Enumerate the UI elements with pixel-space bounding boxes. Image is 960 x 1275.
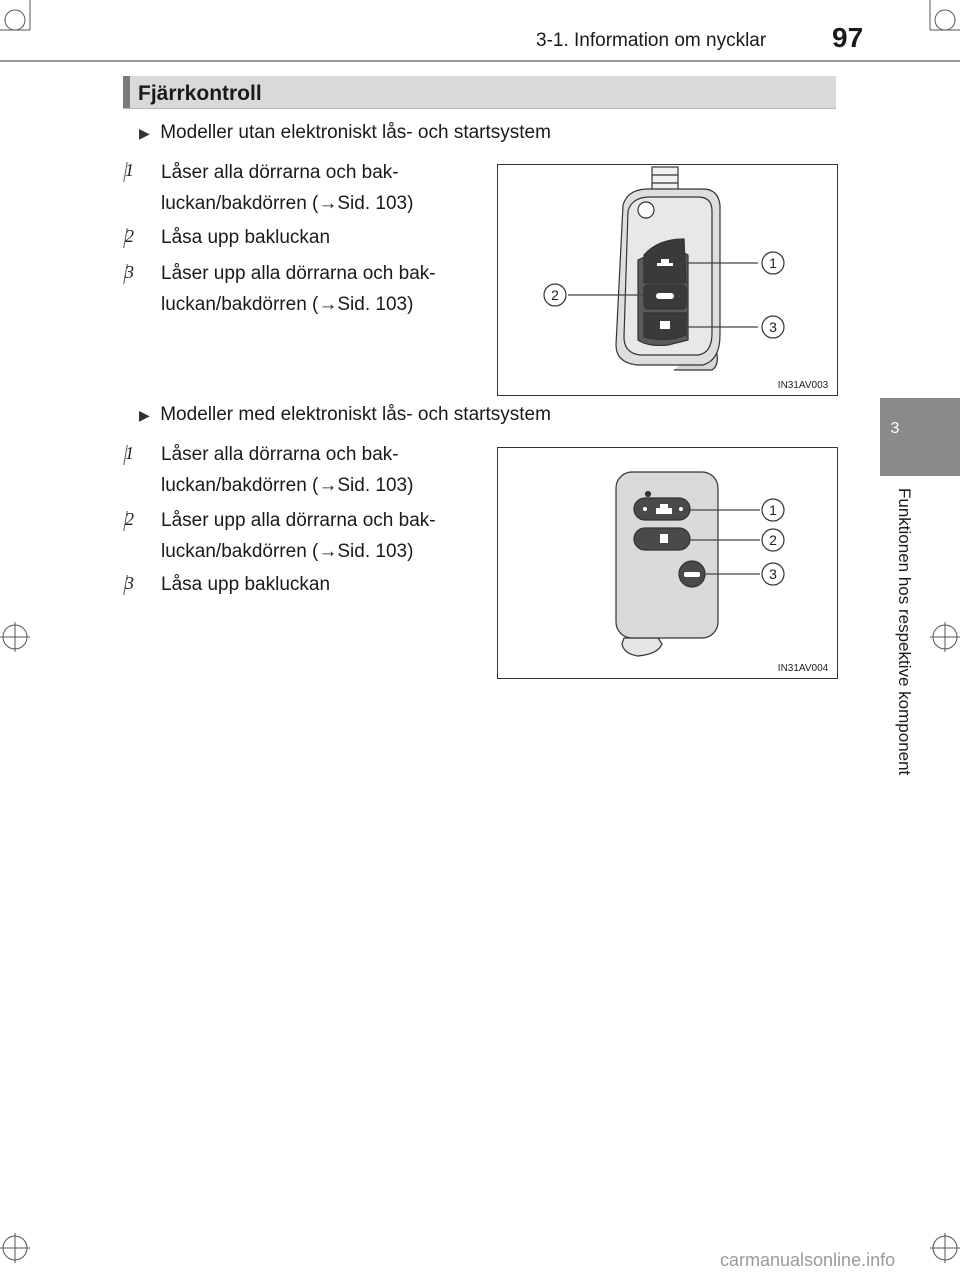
section-heading-1: ▶ Modeller utan elektroniskt lås- och st… — [139, 122, 551, 143]
chapter-title: Funktionen hos respektive komponent — [895, 488, 914, 776]
callout-2 — [761, 528, 785, 552]
page-number: 97 — [832, 22, 864, 53]
callout-1 — [761, 498, 785, 522]
list-item: Låsa upp bakluckan — [161, 227, 331, 248]
callout-1 — [761, 251, 785, 275]
item-number: 1 — [125, 443, 145, 465]
callout-markers — [543, 251, 785, 339]
list-item: Låser alla dörrarna och bak- luckan/bakd… — [161, 444, 414, 496]
chapter-number: 3 — [890, 420, 900, 437]
section-heading-2: ▶ Modeller med elektroniskt lås- och sta… — [139, 404, 551, 425]
callout-3-label: 3 — [769, 566, 777, 582]
item-number: 3 — [125, 262, 145, 284]
triangle-bullet-icon: ▶ — [139, 407, 150, 423]
figure-code: IN31AV003 — [778, 380, 829, 391]
watermark-url: carmanualsonline.info — [720, 1250, 896, 1270]
page-title: Fjärrkontroll — [138, 82, 262, 105]
list-item: Låser alla dörrarna och bak- luckan/bakd… — [161, 162, 414, 214]
callout-3-label: 3 — [769, 319, 777, 335]
list-item: Låser upp alla dörrarna och bak- luckan/… — [161, 510, 436, 562]
callout-3 — [761, 315, 785, 339]
header-divider — [0, 60, 960, 62]
item-number: 1 — [125, 160, 145, 182]
callout-2-label: 2 — [769, 532, 777, 548]
item-number: 3 — [125, 573, 145, 595]
smart-key-figure: 1 2 3 IN31AV004 — [497, 447, 838, 679]
list-item: Låsa upp bakluckan — [161, 574, 331, 595]
flip-key-figure: 1 2 3 IN31AV003 — [497, 164, 838, 396]
figure-code: IN31AV004 — [778, 663, 829, 674]
flip-key-illustration: 1 2 3 IN31AV003 — [543, 166, 829, 391]
callout-1-label: 1 — [769, 255, 777, 271]
section-header: 3-1. Information om nycklar — [536, 30, 767, 51]
callout-1-label: 1 — [769, 502, 777, 518]
chapter-tab — [880, 398, 960, 476]
callout-2-label: 2 — [551, 287, 559, 303]
triangle-bullet-icon: ▶ — [139, 125, 150, 141]
callout-2 — [543, 283, 567, 307]
list-item: Låser upp alla dörrarna och bak- luckan/… — [161, 263, 436, 315]
callout-3 — [761, 562, 785, 586]
item-number: 2 — [125, 226, 145, 248]
item-number: 2 — [125, 509, 145, 531]
title-bar — [123, 76, 836, 109]
smart-key-illustration: 1 2 3 IN31AV004 — [615, 471, 829, 674]
